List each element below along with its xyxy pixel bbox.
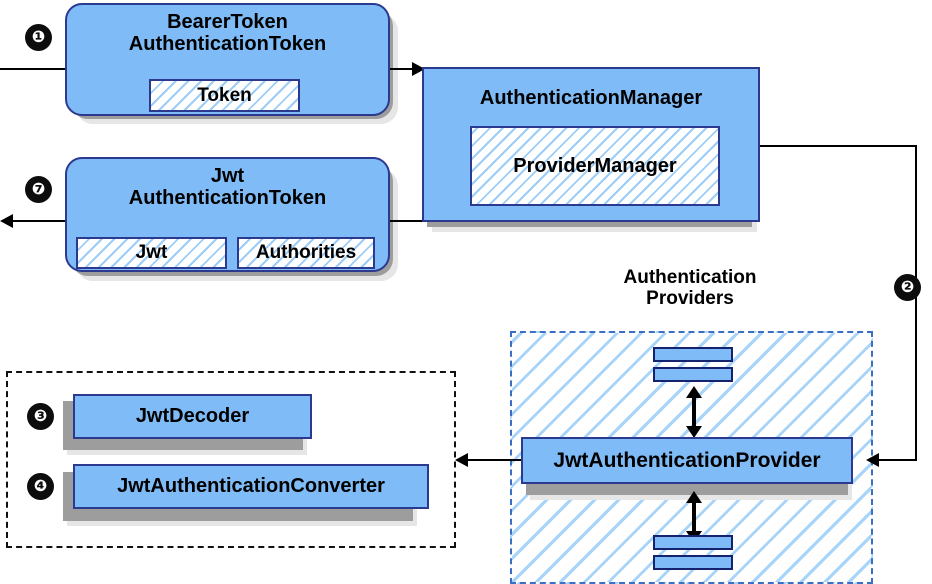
provider-slot-top-bar-1: [653, 347, 733, 362]
bearer-token-title: BearerToken AuthenticationToken: [129, 11, 326, 56]
connector-provider-up: [692, 395, 696, 431]
provider-slot-top-bar-2: [653, 367, 733, 382]
step-badge-1: ❶: [26, 25, 51, 50]
step-badge-1-number: ❶: [31, 28, 46, 46]
jwt-decoder-node[interactable]: JwtDecoder: [73, 394, 312, 439]
jwt-decoder-label: JwtDecoder: [135, 405, 250, 427]
jwt-authentication-provider-label: JwtAuthenticationProvider: [553, 448, 821, 472]
connector-inbound-request: [0, 68, 70, 70]
jwt-authentication-converter-node[interactable]: JwtAuthenticationConverter: [73, 464, 429, 509]
step-badge-2-number: ❷: [900, 278, 915, 296]
authentication-manager-title: AuthenticationManager: [479, 87, 703, 109]
jwt-authentication-provider-node[interactable]: JwtAuthenticationProvider: [521, 437, 853, 484]
jwt-token-title-line1: Jwt: [210, 165, 245, 187]
authentication-providers-caption-line2: Providers: [646, 288, 734, 310]
arrowhead-outbound-response: [0, 214, 13, 228]
connector-manager-to-provider-bottom: [878, 459, 917, 461]
connector-manager-to-jwt-token: [390, 220, 426, 222]
jwt-token-inner-authorities-box[interactable]: Authorities: [237, 237, 375, 269]
jwt-token-title: Jwt AuthenticationToken: [129, 165, 326, 210]
jwt-authentication-converter-label: JwtAuthenticationConverter: [117, 475, 385, 497]
connector-manager-to-provider-top: [758, 145, 917, 147]
arrowhead-provider-up-bottom: [686, 426, 702, 438]
arrowhead-provider-to-jwt-support: [455, 453, 468, 467]
step-badge-2: ❷: [895, 275, 920, 300]
step-badge-4: ❹: [28, 474, 53, 499]
step-badge-5: ❼: [26, 177, 51, 202]
connector-bearer-to-manager: [390, 68, 422, 70]
arrowhead-provider-down-top: [686, 491, 702, 503]
provider-slot-bottom-bar-2: [653, 555, 733, 570]
step-badge-3-number: ❸: [33, 407, 48, 425]
bearer-token-inner-token-label: Token: [197, 84, 252, 106]
jwt-token-inner-authorities-label: Authorities: [255, 242, 357, 263]
jwt-token-inner-jwt-box[interactable]: Jwt: [76, 237, 227, 269]
jwt-token-title-line2: AuthenticationToken: [128, 187, 327, 210]
jwt-token-inner-jwt-label: Jwt: [135, 242, 168, 263]
authentication-providers-caption-line1: Authentication: [623, 267, 757, 288]
arrowhead-manager-to-provider: [866, 453, 879, 467]
authentication-manager-inner-provider-manager-box[interactable]: ProviderManager: [470, 126, 720, 206]
authentication-providers-caption: Authentication Providers: [560, 267, 820, 310]
provider-manager-label: ProviderManager: [513, 154, 677, 177]
step-badge-4-number: ❹: [33, 477, 48, 495]
connector-manager-to-provider-right: [915, 145, 917, 461]
provider-slot-bottom-bar-1: [653, 535, 733, 550]
step-badge-5-number: ❼: [31, 180, 46, 198]
bearer-token-title-line2: AuthenticationToken: [128, 33, 327, 56]
connector-provider-down: [692, 500, 696, 536]
connector-outbound-response: [13, 220, 70, 222]
arrowhead-bearer-to-manager: [412, 62, 425, 76]
step-badge-3: ❸: [28, 404, 53, 429]
bearer-token-title-line1: BearerToken: [167, 11, 288, 33]
bearer-token-inner-token-box[interactable]: Token: [149, 79, 300, 112]
arrowhead-provider-up-top: [686, 386, 702, 398]
connector-provider-to-jwt-support: [467, 459, 523, 461]
